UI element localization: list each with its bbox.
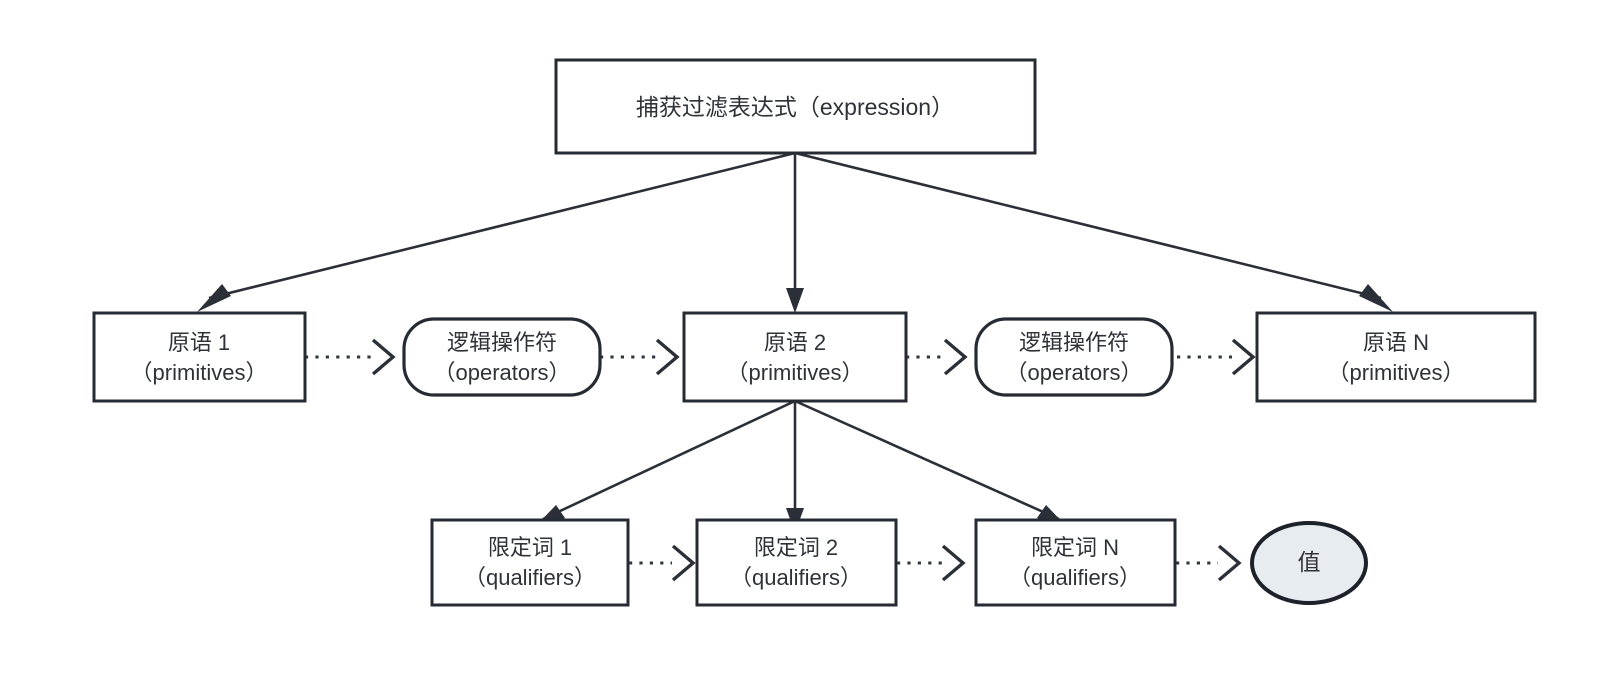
node-operator-2[interactable]: 逻辑操作符 （operators）: [974, 317, 1174, 397]
edge-expression-to-primitive-n: [794, 151, 1382, 300]
arrowhead-qualifier2-to-qualifier-n: [941, 544, 966, 582]
node-primitive-1[interactable]: 原语 1 （primitives）: [92, 311, 307, 403]
node-qualifier-2-box[interactable]: [695, 518, 898, 607]
node-qualifier-1-label-en: （qualifiers）: [464, 565, 596, 590]
arrowhead-operator2-to-primitive-n: [1231, 338, 1256, 376]
node-qualifier-n-box[interactable]: [974, 518, 1177, 607]
edge-group-primitive-chain: [305, 338, 1256, 376]
node-expression[interactable]: 捕获过滤表达式（expression）: [554, 58, 1037, 155]
arrowhead-primitive1-to-operator1: [371, 338, 396, 376]
node-qualifier-n-label-en: （qualifiers）: [1009, 565, 1141, 590]
node-expression-box[interactable]: [554, 58, 1037, 155]
node-value[interactable]: 值: [1250, 521, 1368, 605]
arrowhead-expression-to-primitive-2: [786, 288, 804, 313]
node-operator-1[interactable]: 逻辑操作符 （operators）: [402, 317, 602, 397]
node-operator-2-label-en: （operators）: [1006, 360, 1143, 385]
node-operator-1-box[interactable]: [402, 317, 602, 397]
node-primitive-2[interactable]: 原语 2 （primitives）: [682, 311, 908, 403]
edge-expression-to-primitive-1: [208, 151, 796, 300]
arrowhead-expression-to-primitive-1: [197, 284, 231, 312]
edge-group-primitive2-to-qualifiers: [530, 399, 1072, 533]
node-operator-2-box[interactable]: [974, 317, 1174, 397]
node-primitive-2-box[interactable]: [682, 311, 908, 403]
node-qualifier-1-label-cn: 限定词 1: [488, 535, 572, 560]
node-primitive-n-label-en: （primitives）: [1328, 360, 1465, 385]
node-primitive-n[interactable]: 原语 N （primitives）: [1255, 311, 1537, 403]
arrowhead-primitive2-to-operator2: [943, 338, 968, 376]
node-qualifier-2-label-en: （qualifiers）: [730, 565, 862, 590]
node-value-label: 值: [1298, 549, 1321, 575]
node-primitive-1-label-cn: 原语 1: [168, 330, 230, 355]
node-primitive-n-box[interactable]: [1255, 311, 1537, 403]
node-primitive-1-label-en: （primitives）: [131, 360, 268, 385]
arrowhead-qualifier1-to-qualifier2: [671, 544, 696, 582]
node-qualifier-n-label-cn: 限定词 N: [1031, 535, 1119, 560]
node-primitive-2-label-cn: 原语 2: [764, 330, 826, 355]
node-qualifier-n[interactable]: 限定词 N （qualifiers）: [974, 518, 1177, 607]
arrowhead-qualifier-n-to-value: [1217, 544, 1242, 582]
node-expression-label: 捕获过滤表达式（expression）: [636, 94, 954, 120]
node-qualifier-1[interactable]: 限定词 1 （qualifiers）: [430, 518, 630, 607]
edge-primitive2-to-qualifier-n: [794, 399, 1060, 521]
node-qualifier-2[interactable]: 限定词 2 （qualifiers）: [695, 518, 898, 607]
arrowhead-expression-to-primitive-n: [1359, 284, 1393, 312]
node-qualifier-1-box[interactable]: [430, 518, 630, 607]
edge-primitive2-to-qualifier-1: [542, 399, 796, 521]
node-qualifier-2-label-cn: 限定词 2: [754, 535, 838, 560]
node-operator-2-label-cn: 逻辑操作符: [1019, 330, 1129, 355]
node-primitive-2-label-en: （primitives）: [727, 360, 864, 385]
node-operator-1-label-en: （operators）: [434, 360, 571, 385]
node-operator-1-label-cn: 逻辑操作符: [447, 330, 557, 355]
node-value-ellipse[interactable]: [1250, 521, 1368, 605]
edge-group-qualifier-chain: [629, 544, 1242, 582]
edge-group-expression-to-primitives: [197, 151, 1393, 313]
arrowhead-operator1-to-primitive2: [655, 338, 680, 376]
node-primitive-1-box[interactable]: [92, 311, 307, 403]
node-primitive-n-label-cn: 原语 N: [1363, 330, 1429, 355]
